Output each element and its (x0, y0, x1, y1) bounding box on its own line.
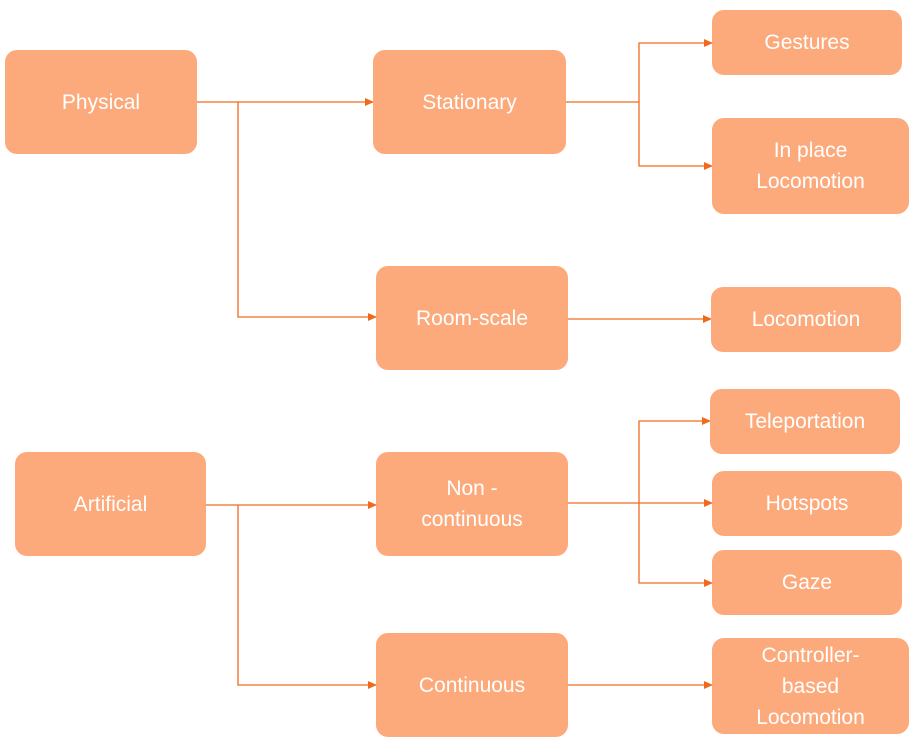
connector-physical-to-room-scale (237, 102, 377, 321)
node-gestures-label: Gestures (764, 31, 850, 54)
node-locomotion-label: Locomotion (751, 308, 861, 331)
connector-non-continuous-to-gaze (638, 503, 713, 587)
node-teleportation: Teleportation (710, 389, 900, 454)
connector-artificial-to-continuous (237, 505, 377, 689)
connector-stationary-to-gestures (566, 39, 713, 103)
connector-stationary-to-in-place-locomotion (638, 102, 713, 170)
node-in-place-locomotion-label: In place Locomotion (756, 139, 865, 193)
node-in-place-locomotion: In place Locomotion (712, 118, 909, 214)
node-teleportation-label: Teleportation (744, 410, 866, 433)
node-continuous-label: Continuous (418, 673, 526, 697)
node-artificial: Artificial (15, 452, 206, 556)
node-hotspots-label: Hotspots (765, 492, 849, 515)
node-controller-based-locomotion: Controller- based Locomotion (712, 638, 909, 734)
node-room-scale: Room-scale (376, 266, 568, 370)
node-stationary-label: Stationary (422, 90, 517, 114)
node-non-continuous: Non - continuous (376, 452, 568, 556)
node-gaze: Gaze (712, 550, 902, 615)
node-gaze-label: Gaze (781, 571, 833, 594)
node-non-continuous-label: Non - continuous (421, 477, 523, 531)
node-hotspots: Hotspots (712, 471, 902, 536)
node-continuous: Continuous (376, 633, 568, 737)
node-room-scale-label: Room-scale (415, 306, 529, 330)
node-gestures: Gestures (712, 10, 902, 75)
node-artificial-label: Artificial (73, 492, 148, 516)
node-controller-based-locomotion-label: Controller- based Locomotion (756, 643, 865, 729)
connector-non-continuous-to-teleportation (568, 417, 711, 504)
node-physical-label: Physical (61, 90, 141, 114)
node-physical: Physical (5, 50, 197, 154)
node-stationary: Stationary (373, 50, 566, 154)
node-locomotion: Locomotion (711, 287, 901, 352)
